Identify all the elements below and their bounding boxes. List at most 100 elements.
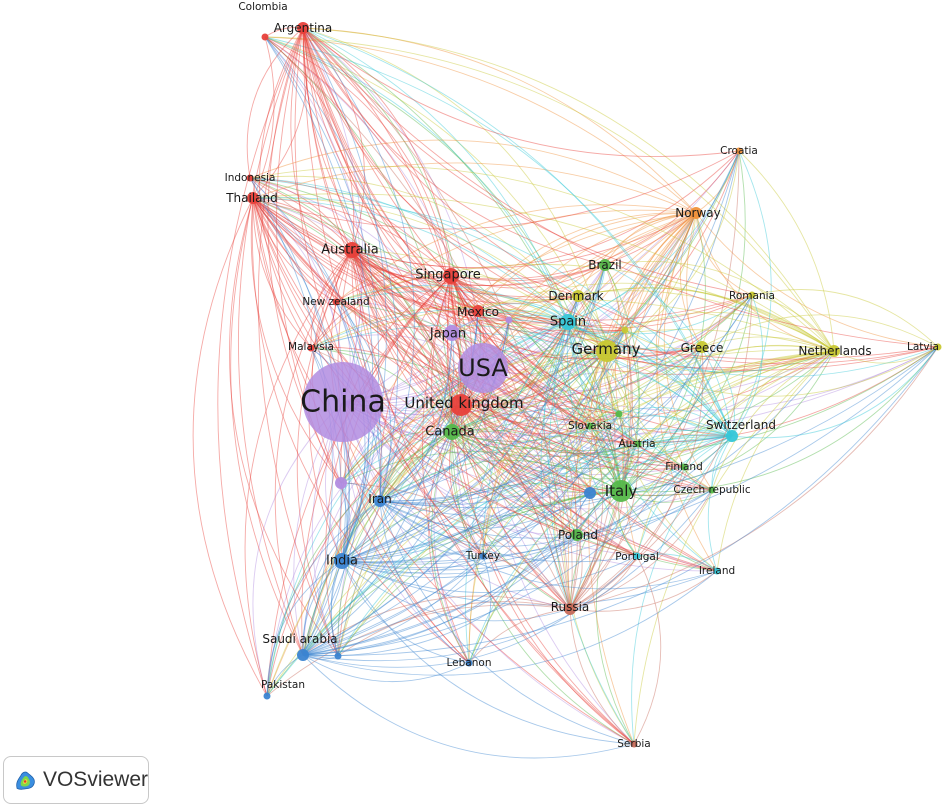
network-link [330, 500, 381, 657]
node-czech[interactable] [708, 486, 716, 494]
node-thailand[interactable] [247, 192, 259, 204]
network-link [266, 431, 453, 697]
network-link [477, 310, 578, 610]
network-link [576, 350, 835, 536]
node-iran[interactable] [374, 495, 386, 507]
node-japan[interactable] [444, 325, 460, 341]
node-label-latvia: Latvia [907, 341, 939, 353]
node-denmark[interactable] [572, 290, 584, 302]
network-link [264, 36, 835, 352]
network-link [252, 197, 353, 251]
node-canada[interactable] [444, 424, 460, 440]
node-russia[interactable] [564, 603, 576, 615]
network-link [569, 425, 604, 610]
node-uk[interactable] [450, 394, 472, 416]
node-colombia[interactable] [261, 33, 269, 41]
node-usa[interactable] [458, 343, 508, 393]
node-china[interactable] [303, 362, 383, 442]
node-indonesia[interactable] [246, 174, 254, 182]
network-link [252, 197, 608, 352]
node-u1[interactable] [335, 477, 347, 489]
node-slovakia[interactable] [586, 422, 594, 430]
network-link [508, 319, 622, 492]
network-link [341, 482, 622, 562]
node-newzealand[interactable] [332, 298, 340, 306]
node-label-austria: Austria [618, 438, 655, 450]
node-lebanon[interactable] [465, 659, 473, 667]
network-link [264, 36, 733, 437]
node-australia[interactable] [344, 242, 360, 258]
node-label-croatia: Croatia [720, 145, 758, 157]
network-link [450, 275, 835, 369]
network-link [252, 197, 383, 502]
node-singapore[interactable] [443, 268, 459, 284]
network-link [266, 367, 484, 697]
network-link [451, 321, 569, 433]
node-u6[interactable] [584, 487, 596, 499]
node-poland[interactable] [571, 529, 583, 541]
node-u2[interactable] [334, 652, 342, 660]
network-link [252, 197, 591, 427]
network-link [252, 197, 733, 437]
node-brazil[interactable] [599, 259, 611, 271]
network-link [266, 560, 343, 697]
node-pakistan[interactable] [263, 692, 271, 700]
node-turkey[interactable] [479, 552, 487, 560]
node-u5[interactable] [615, 410, 623, 418]
network-link [302, 150, 740, 656]
network-link [379, 319, 510, 502]
network-link [508, 319, 582, 610]
node-portugal[interactable] [633, 552, 641, 560]
node-argentina[interactable] [297, 22, 309, 34]
network-link [460, 404, 591, 494]
node-mexico[interactable] [472, 305, 484, 317]
node-ireland[interactable] [713, 567, 721, 575]
network-link [575, 212, 697, 536]
node-italy[interactable] [610, 480, 632, 502]
network-link [701, 346, 735, 437]
network-link [302, 27, 453, 334]
network-link [310, 301, 337, 349]
network-link [294, 27, 484, 557]
network-link [460, 264, 606, 406]
network-link [310, 308, 569, 349]
node-austria[interactable] [634, 440, 642, 448]
node-germany[interactable] [596, 340, 618, 362]
node-label-spain: Spain [550, 315, 586, 330]
node-croatia[interactable] [735, 147, 743, 155]
network-link [351, 249, 578, 536]
node-norway[interactable] [690, 207, 702, 219]
node-india[interactable] [334, 553, 350, 569]
node-switzerland[interactable] [726, 430, 738, 442]
network-link [351, 249, 606, 287]
node-u4[interactable] [621, 326, 629, 334]
node-label-colombia: Colombia [238, 1, 287, 13]
network-link [229, 197, 339, 657]
network-link [252, 197, 622, 492]
node-saudi[interactable] [297, 649, 309, 661]
node-layer [246, 22, 942, 748]
network-link [614, 212, 697, 415]
node-u3[interactable] [505, 316, 513, 324]
node-greece[interactable] [696, 341, 708, 353]
network-link [482, 367, 713, 491]
node-serbia[interactable] [630, 740, 638, 748]
node-romania[interactable] [748, 291, 756, 299]
network-link [310, 324, 733, 437]
node-latvia[interactable] [934, 343, 942, 351]
network-link [302, 443, 639, 656]
network-link [302, 27, 364, 403]
node-finland[interactable] [680, 463, 688, 471]
node-spain[interactable] [560, 314, 576, 330]
network-link [335, 301, 571, 610]
node-netherlands[interactable] [828, 345, 840, 357]
network-link [302, 595, 571, 656]
network-link [302, 295, 579, 656]
node-label-finland: Finland [665, 461, 703, 473]
network-link [310, 347, 453, 433]
node-malaysia[interactable] [307, 344, 315, 352]
network-link [252, 197, 453, 334]
network-link [701, 294, 753, 348]
network-link [567, 321, 685, 468]
